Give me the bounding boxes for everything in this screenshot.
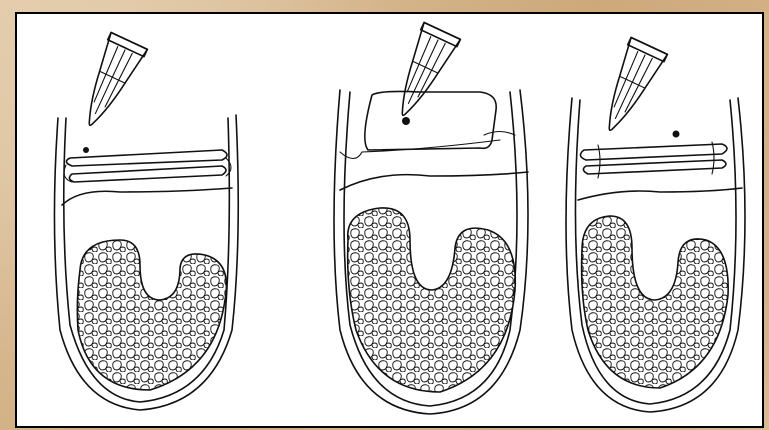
tooth-middle (334, 22, 528, 414)
pulp-middle (348, 208, 516, 392)
tooth-right (566, 37, 745, 412)
tooth-middle-band (365, 91, 496, 150)
tooth-left (54, 32, 238, 410)
dropper-icon (385, 22, 461, 123)
pulp-right (582, 216, 729, 388)
tooth-right-ring (580, 144, 727, 160)
tooth-left-cavity (66, 150, 227, 166)
dropper-icon (592, 37, 668, 138)
dropper-icon (72, 32, 148, 133)
pulp-left (77, 240, 226, 390)
